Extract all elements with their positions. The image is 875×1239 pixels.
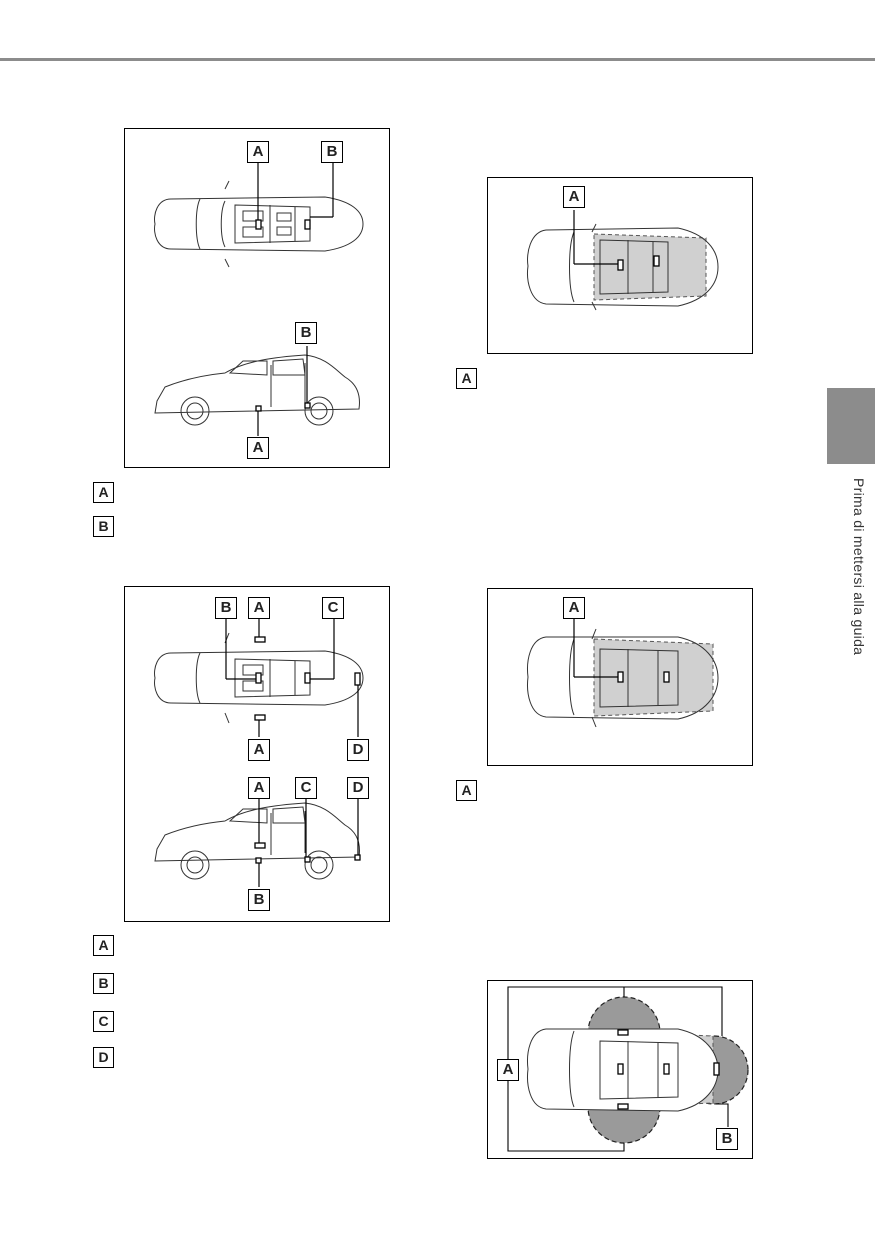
callout-label: A [247,437,269,459]
legend-key: A [456,368,477,389]
callout-label: A [497,1059,519,1081]
legend-key: D [93,1047,114,1068]
callout-label: B [321,141,343,163]
legend-key: C [93,1011,114,1032]
legend-key: A [93,935,114,956]
callout-label: C [322,597,344,619]
callout-label: A [248,777,270,799]
figure-2-illustration [527,210,719,311]
callout-label: D [347,777,369,799]
callout-label: A [563,186,585,208]
section-tab-title: Prima di mettersi alla guida [851,478,867,656]
figure-4-illustration [527,619,719,728]
callout-label: B [248,889,270,911]
callout-label: B [716,1128,738,1150]
figure-3-illustration [154,619,364,887]
legend-key: B [93,516,114,537]
figure-5-illustration [507,986,749,1152]
figure-1-sensor-locations: A B B A [124,128,390,468]
figure-4-detection-area: A [487,588,753,766]
figure-2-detection-area: A [487,177,753,354]
callout-label: A [247,141,269,163]
callout-label: A [248,739,270,761]
figure-1-illustration [154,163,364,436]
callout-label: A [563,597,585,619]
section-tab-marker [827,388,875,464]
header-rule [0,58,875,61]
legend-key: B [93,973,114,994]
legend-key: A [93,482,114,503]
callout-label: A [248,597,270,619]
legend-key: A [456,780,477,801]
callout-label: C [295,777,317,799]
callout-label: B [215,597,237,619]
callout-label: B [295,322,317,344]
figure-3-sensor-locations: B A C A D A C D B [124,586,390,922]
callout-label: D [347,739,369,761]
figure-5-detection-range: A B [487,980,753,1159]
